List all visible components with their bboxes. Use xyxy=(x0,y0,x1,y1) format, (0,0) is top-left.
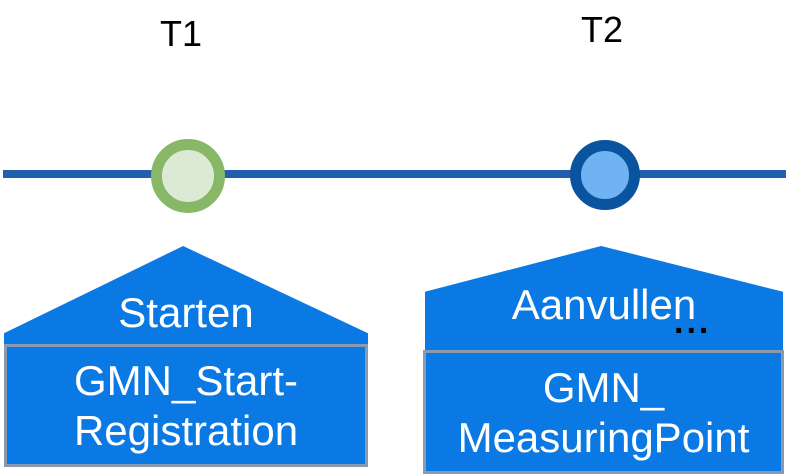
callout-aanvullen-box: GMN_ MeasuringPoint xyxy=(423,350,784,474)
timepoint-label-t1: T1 xyxy=(159,13,202,54)
starten-box-line-1: GMN_Start- xyxy=(73,357,299,404)
timepoint-t2-marker xyxy=(570,140,640,210)
callout-starten-pentagon: Starten xyxy=(4,246,368,344)
timeline-line xyxy=(3,170,786,178)
callout-starten-action-label: Starten xyxy=(118,289,254,336)
timepoint-t1-marker xyxy=(151,139,225,213)
aanvullen-box-line-2: MeasuringPoint xyxy=(457,414,750,461)
callout-aanvullen-action-label: Aanvullen xyxy=(511,281,697,328)
timepoint-label-t2: T2 xyxy=(580,9,623,50)
callout-aanvullen-pentagon: Aanvullen xyxy=(425,246,783,350)
callout-starten-box: GMN_Start- Registration xyxy=(4,344,368,467)
aanvullen-box-line-1: GMN_ xyxy=(542,364,665,411)
starten-box-line-2: Registration xyxy=(73,407,299,454)
aanvullen-ellipsis-text: ... xyxy=(674,303,712,341)
